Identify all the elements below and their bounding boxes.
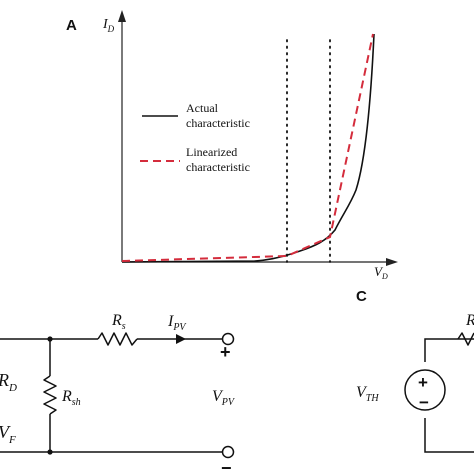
rsh-label: Rsh [61, 388, 81, 408]
legend: Actual characteristic Linearized charact… [140, 101, 250, 174]
rs-resistor [97, 332, 138, 346]
plus-sign: + [220, 342, 231, 362]
panel-c-label: C [356, 288, 367, 305]
panel-a: A ID VD Actual characteristic Linearized… [66, 10, 398, 281]
partial-resistor [457, 332, 474, 346]
y-axis-label: ID [102, 17, 115, 34]
source-minus-sign: − [419, 393, 429, 412]
panel-a-label: A [66, 17, 77, 34]
thevenin-wire-top [424, 338, 474, 362]
ipv-label: IPV [167, 313, 187, 333]
actual-characteristic-curve [121, 33, 375, 263]
x-axis-arrow [386, 258, 398, 266]
vf-label: VF [0, 422, 16, 446]
voltage-source [404, 369, 446, 411]
junction-bottom [47, 449, 53, 455]
thevenin-wire-bottom [424, 418, 474, 453]
rs-label: Rs [111, 312, 126, 332]
minus-sign: − [221, 458, 232, 474]
x-axis-label: VD [374, 264, 388, 281]
partial-r-label: R [465, 312, 474, 329]
y-axis-arrow [118, 10, 126, 22]
rd-label: RD [0, 370, 17, 394]
positive-terminal [221, 332, 235, 346]
vpv-label: VPV [212, 388, 236, 408]
negative-terminal [221, 445, 235, 459]
vth-label: VTH [356, 384, 379, 404]
legend-linearized-line1: Linearized [186, 145, 237, 159]
linearized-characteristic-line [121, 33, 374, 262]
thevenin-circuit [404, 332, 474, 453]
ipv-arrow [176, 334, 186, 344]
rsh-resistor [43, 375, 57, 415]
legend-actual-line2: characteristic [186, 116, 250, 130]
source-plus-sign: + [418, 373, 428, 392]
pv-equivalent-circuit [0, 332, 235, 459]
legend-linearized-line2: characteristic [186, 160, 250, 174]
junction-top [47, 336, 53, 342]
legend-actual-line1: Actual [186, 101, 219, 115]
